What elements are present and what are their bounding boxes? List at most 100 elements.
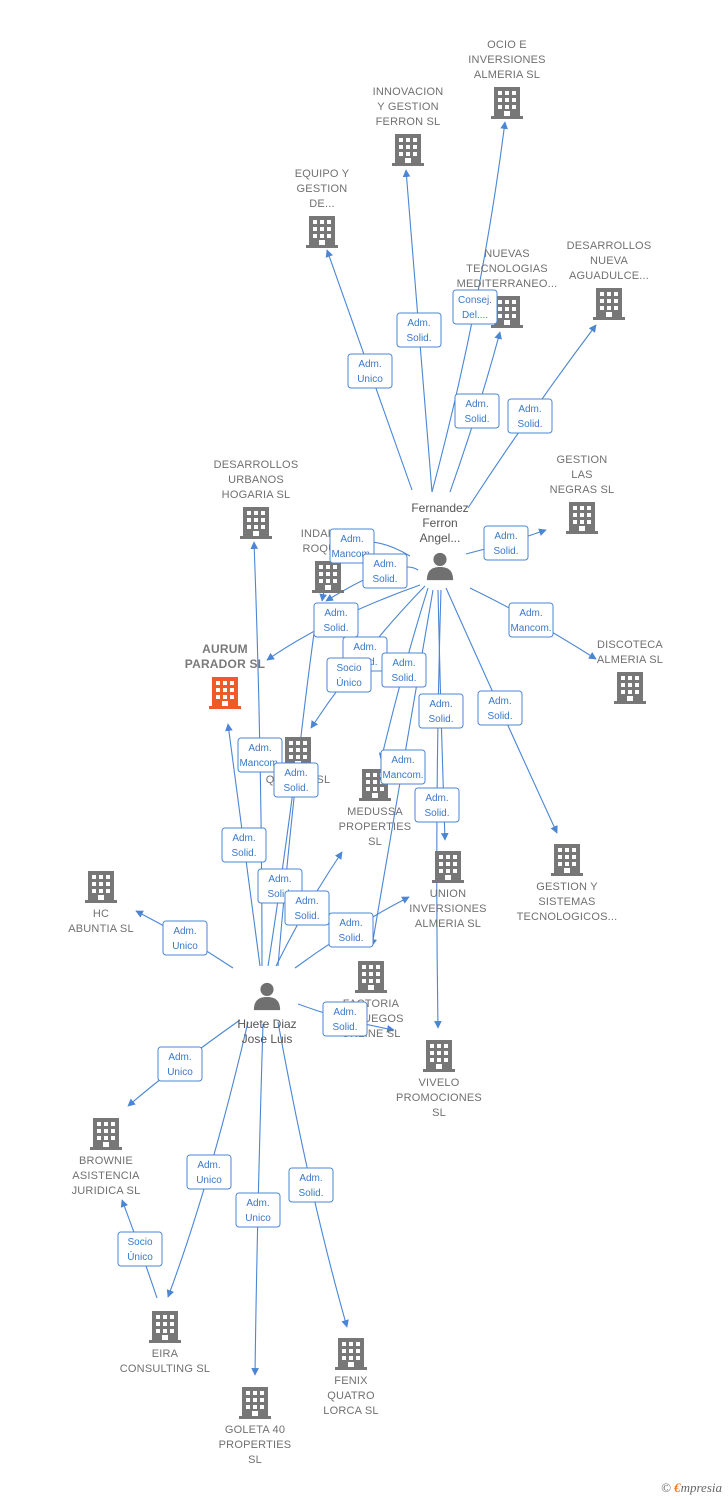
- node-nuevas[interactable]: NUEVASTECNOLOGIASMEDITERRANEO...: [457, 248, 558, 328]
- node-label-line: GOLETA 40: [225, 1424, 285, 1436]
- relation-label-box: [381, 652, 427, 688]
- relation-label-text: Adm.: [518, 404, 541, 415]
- relation-label-box: [362, 553, 408, 589]
- node-label-line: GESTION: [557, 454, 608, 466]
- person-icon: [426, 552, 454, 581]
- relation-label-text: Solid.: [294, 911, 319, 922]
- node-label-line: PROMOCIONES: [396, 1092, 482, 1104]
- relation-label-text: Único: [336, 676, 362, 689]
- node-label-line: GESTION: [297, 183, 348, 195]
- relation-label-box: [380, 749, 426, 785]
- node-label-line: SISTEMAS: [538, 896, 595, 908]
- relation-label-box: [273, 762, 319, 798]
- node-label-line: GESTION Y: [536, 881, 598, 893]
- relation-label-fernandez-discoteca[interactable]: Adm.Mancom.: [508, 602, 554, 638]
- company-building-icon: [593, 288, 625, 320]
- relation-label-text: Solid.: [231, 848, 256, 859]
- relation-label-huete-hc[interactable]: Adm.Unico: [162, 920, 208, 956]
- relation-label-fernandez-gestion_negras[interactable]: Adm.Solid.: [483, 525, 529, 561]
- relation-label-box: [347, 353, 393, 389]
- node-label-line: INVERSIONES: [468, 54, 545, 66]
- relation-label-text: Adm.: [173, 926, 196, 937]
- node-desarrollos_nueva[interactable]: DESARROLLOSNUEVAAGUADULCE...: [567, 240, 652, 320]
- node-fernandez[interactable]: FernandezFerronAngel...: [411, 501, 469, 581]
- node-label-line: Jose Luis: [242, 1032, 293, 1046]
- relation-label-text: Adm.: [339, 918, 362, 929]
- node-label-line: LAS: [571, 469, 592, 481]
- relation-label-huete-desarrollos_urbanos[interactable]: Adm.Mancom.: [237, 737, 283, 773]
- relation-label-text: Unico: [357, 374, 383, 385]
- relation-label-text: Adm.: [373, 559, 396, 570]
- node-gestion_sistemas[interactable]: GESTION YSISTEMASTECNOLOGICOS...: [517, 844, 618, 923]
- relation-label-huete-eira[interactable]: Adm.Unico: [186, 1154, 232, 1190]
- relation-label-huete-factoria[interactable]: Adm.Solid.: [322, 1001, 368, 1037]
- relation-label-fernandez-indaltek[interactable]: Adm.Mancom.: [329, 528, 375, 564]
- company-building-icon: [614, 672, 646, 704]
- relation-label-fernandez-gestion_sistemas[interactable]: Adm.Solid.: [477, 690, 523, 726]
- node-label-line: CONSULTING SL: [120, 1363, 210, 1375]
- node-label-line: TECNOLOGIAS: [466, 263, 548, 275]
- node-label-line: JURIDICA SL: [72, 1185, 141, 1197]
- relation-label-fernandez-aurum[interactable]: Adm.Solid.: [313, 602, 359, 638]
- relation-label-huete-union[interactable]: Adm.Solid.: [328, 912, 374, 948]
- relation-label-box: [284, 890, 330, 926]
- relation-label-text: Solid.: [487, 711, 512, 722]
- relation-label-fernandez-equipo[interactable]: Adm.Unico: [347, 353, 393, 389]
- relation-label-fernandez-medussa[interactable]: Adm.Solid.: [381, 652, 427, 688]
- relation-label-huete-brownie[interactable]: Adm. Unico: [157, 1046, 203, 1082]
- relation-label-fernandez-ocio[interactable]: Consej.Del....: [452, 289, 498, 325]
- relation-label-huete-fenix[interactable]: Adm.Solid.: [288, 1167, 334, 1203]
- node-label-line: Huete Diaz: [237, 1017, 296, 1031]
- node-label-line: Fernandez: [411, 501, 468, 515]
- relation-label-text: Adm.: [248, 743, 271, 754]
- relation-label-huete-medussa[interactable]: Adm.Solid.: [284, 890, 330, 926]
- relation-label-text: Adm.: [168, 1052, 191, 1063]
- company-building-icon: [355, 961, 387, 993]
- relation-label-huete-quatro[interactable]: Adm.Solid.: [273, 762, 319, 798]
- relation-label-text: Adm.: [246, 1198, 269, 1209]
- company-building-icon: [566, 502, 598, 534]
- node-label-line: DE...: [309, 198, 334, 210]
- relation-label-fernandez-innovacion[interactable]: Adm.Solid.: [396, 312, 442, 348]
- relation-label-text: Adm.: [519, 608, 542, 619]
- relation-label-text: Adm.: [324, 608, 347, 619]
- relation-label-fernandez-vivelo[interactable]: Adm.Solid.: [414, 787, 460, 823]
- node-label-line: PROPERTIES: [219, 1439, 292, 1451]
- relation-label-text: Solid.: [332, 1022, 357, 1033]
- relation-label-text: Solid.: [493, 546, 518, 557]
- node-equipo[interactable]: EQUIPO YGESTIONDE...: [295, 168, 350, 248]
- relation-label-box: [221, 827, 267, 863]
- relation-label-box: [235, 1192, 281, 1228]
- relation-label-fernandez-factoria[interactable]: Adm.Mancom.: [380, 749, 426, 785]
- relation-label-fernandez-indaltek[interactable]: Adm.Solid.: [362, 553, 408, 589]
- relation-label-fernandez-nuevas[interactable]: Adm.Solid.: [454, 393, 500, 429]
- copyright-mark: ©: [660, 1480, 671, 1495]
- relation-label-text: Solid.: [517, 419, 542, 430]
- relation-label-text: Mancom.: [331, 549, 372, 560]
- relation-label-huete-aurum[interactable]: Adm.Solid.: [221, 827, 267, 863]
- relation-label-text: Solid.: [406, 333, 431, 344]
- relation-label-fernandez-desarrollos_nueva[interactable]: Adm. Solid.: [507, 398, 553, 434]
- relation-label-text: Unico: [167, 1067, 193, 1078]
- relation-label-text: Socio: [127, 1237, 152, 1248]
- relation-label-fernandez-union[interactable]: Adm.Solid.: [418, 693, 464, 729]
- relation-label-huete-goleta[interactable]: Adm.Unico: [235, 1192, 281, 1228]
